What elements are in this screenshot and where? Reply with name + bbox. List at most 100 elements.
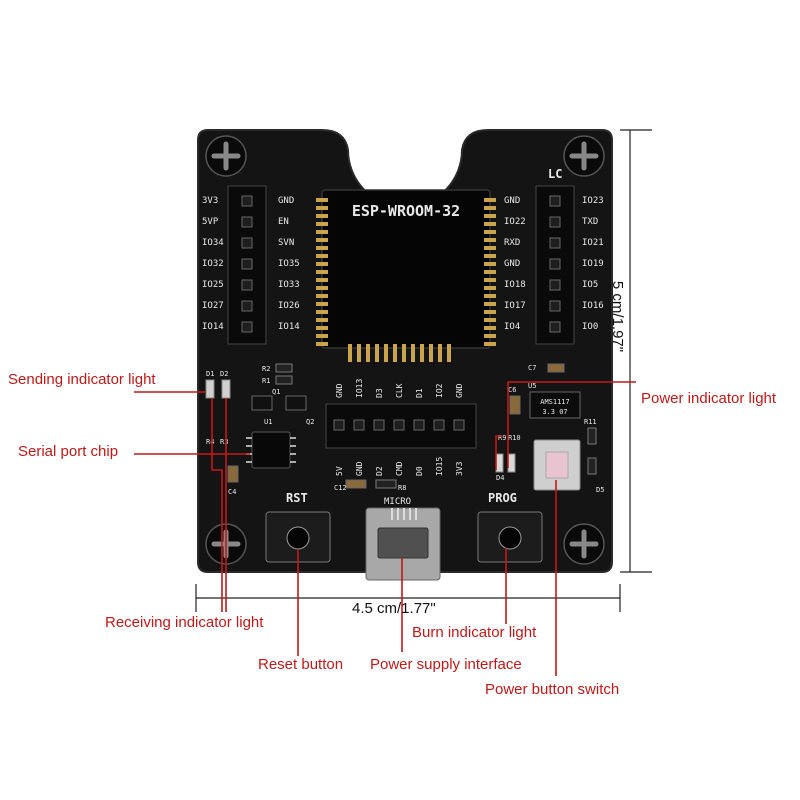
- socket-pin: [316, 222, 328, 226]
- bottom-header-bottom-label: CMD: [395, 461, 404, 476]
- resistor-r8: [375, 479, 397, 489]
- left-header-pin-label: 5VP: [202, 217, 219, 227]
- header-pin: [241, 237, 253, 249]
- screw-top-left-icon: [205, 135, 247, 177]
- header-pin: [241, 300, 253, 312]
- socket-pin: [484, 278, 496, 282]
- component-label: R10: [508, 434, 521, 442]
- socket-pin: [316, 238, 328, 242]
- serial-port-chip: [246, 431, 296, 469]
- right-header-pin-label: IO16: [582, 301, 604, 311]
- socket-pin: [484, 222, 496, 226]
- socket-pin: [447, 344, 451, 362]
- right-inner-pin-label: IO4: [504, 322, 520, 332]
- socket-pin: [484, 198, 496, 202]
- socket-pin: [484, 286, 496, 290]
- component-label: D5: [596, 486, 604, 494]
- header-pin: [549, 258, 561, 270]
- svg-text:3.3 07: 3.3 07: [542, 408, 567, 416]
- header-pin: [549, 237, 561, 249]
- socket-pin: [316, 286, 328, 290]
- socket-pin: [316, 334, 328, 338]
- left-inner-pin-label: IO26: [278, 301, 300, 311]
- height-dimension-line: [620, 129, 652, 573]
- power-supply-interface-callout: Power supply interface: [370, 656, 522, 673]
- component-label: U1: [264, 418, 272, 426]
- right-inner-pin-label: IO17: [504, 301, 526, 311]
- socket-pin: [316, 270, 328, 274]
- socket-pins-bottom: [348, 344, 451, 362]
- component-label: R2: [262, 365, 270, 373]
- screw-top-right-icon: [563, 135, 605, 177]
- component-label: R4: [206, 438, 214, 446]
- prog-button[interactable]: [477, 511, 543, 563]
- width-dimension-label: 4.5 cm/1.77": [352, 600, 436, 617]
- component-label: R9: [498, 434, 506, 442]
- socket-pin: [316, 214, 328, 218]
- component-label: C6: [508, 386, 516, 394]
- socket-pin: [484, 310, 496, 314]
- socket-pin: [316, 326, 328, 330]
- resistor-r1: [275, 375, 293, 385]
- socket-pin: [484, 254, 496, 258]
- component-label: C4: [228, 488, 236, 496]
- right-header-pin-label: IO0: [582, 322, 598, 332]
- screw-bottom-right-icon: [563, 523, 605, 565]
- micro-label: MICRO: [384, 497, 411, 507]
- socket-pin: [384, 344, 388, 362]
- transistor-q1: [251, 395, 273, 411]
- bottom-header-pins: [333, 419, 465, 431]
- bottom-header-top-label: D3: [375, 388, 384, 398]
- right-inner-pin-label: GND: [504, 196, 520, 206]
- capacitor-c4: [227, 465, 239, 483]
- right-inner-pin-label: IO18: [504, 280, 526, 290]
- header-pin: [393, 419, 405, 431]
- left-inner-pin-label: IO14: [278, 322, 300, 332]
- header-pin: [413, 419, 425, 431]
- header-pin: [241, 321, 253, 333]
- component-label: C7: [528, 364, 536, 372]
- bottom-header-bottom-label: 3V3: [455, 461, 464, 476]
- left-inner-pin-label: SVN: [278, 238, 294, 248]
- left-inner-pin-label: GND: [278, 196, 294, 206]
- component-label: R1: [262, 377, 270, 385]
- socket-pin: [316, 198, 328, 202]
- component-label: D2: [220, 370, 228, 378]
- resistor-r2: [275, 363, 293, 373]
- transistor-q2: [285, 395, 307, 411]
- socket-pin: [438, 344, 442, 362]
- bottom-header-top-label: D1: [415, 388, 424, 398]
- prog-label: PROG: [488, 491, 517, 505]
- header-pin: [549, 216, 561, 228]
- right-inner-pin-label: IO22: [504, 217, 526, 227]
- capacitor-c7: [547, 363, 565, 373]
- right-header-pin-label: IO21: [582, 238, 604, 248]
- socket-pin: [429, 344, 433, 362]
- right-header-pin-label: TXD: [582, 217, 598, 227]
- socket-pin: [484, 302, 496, 306]
- socket-pin: [348, 344, 352, 362]
- burn-indicator-led: [507, 453, 516, 473]
- socket-pin: [316, 310, 328, 314]
- left-inner-pin-label: IO35: [278, 259, 300, 269]
- socket-pin: [402, 344, 406, 362]
- socket-pin: [316, 262, 328, 266]
- power-supply-interface[interactable]: [365, 507, 441, 581]
- socket-pins-right: [484, 198, 496, 346]
- resistor-r11: [587, 427, 597, 445]
- left-header-pin-label: IO14: [202, 322, 224, 332]
- socket-pin: [411, 344, 415, 362]
- socket-pin: [316, 230, 328, 234]
- left-header-pin-label: IO25: [202, 280, 224, 290]
- left-inner-pin-label: IO33: [278, 280, 300, 290]
- component-label: C12: [334, 484, 347, 492]
- reset-button[interactable]: [265, 511, 331, 563]
- right-header-pins: [549, 195, 561, 333]
- socket-pin: [484, 238, 496, 242]
- socket-pin: [484, 326, 496, 330]
- right-header-pin-label: IO23: [582, 196, 604, 206]
- bottom-header-top-label: IO2: [435, 383, 444, 398]
- power-button-switch[interactable]: [533, 439, 581, 491]
- bottom-header-bottom-label: 5V: [335, 466, 344, 476]
- socket-pin: [484, 246, 496, 250]
